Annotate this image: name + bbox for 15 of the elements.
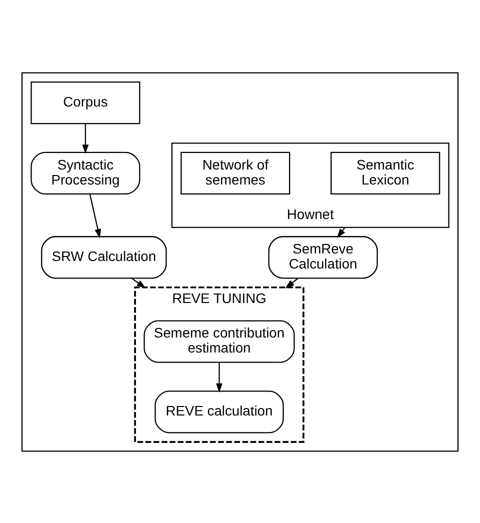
arrow <box>285 277 298 288</box>
node-box: REVE calculation <box>154 390 284 433</box>
node-box: Syntactic Processing <box>30 151 140 194</box>
node-box: Semantic Lexicon <box>330 151 440 194</box>
arrow <box>336 226 346 238</box>
node-box: SRW Calculation <box>41 236 167 278</box>
node-box: Sememe contribution estimation <box>144 320 295 362</box>
node-box: SemReve Calculation <box>268 236 378 278</box>
arrow <box>216 362 222 392</box>
node-box: Corpus <box>30 81 140 124</box>
cluster <box>21 72 459 452</box>
node-box: Network of sememes <box>180 151 290 194</box>
arrow <box>82 123 89 154</box>
arrow <box>131 277 146 288</box>
arrow <box>89 194 101 238</box>
